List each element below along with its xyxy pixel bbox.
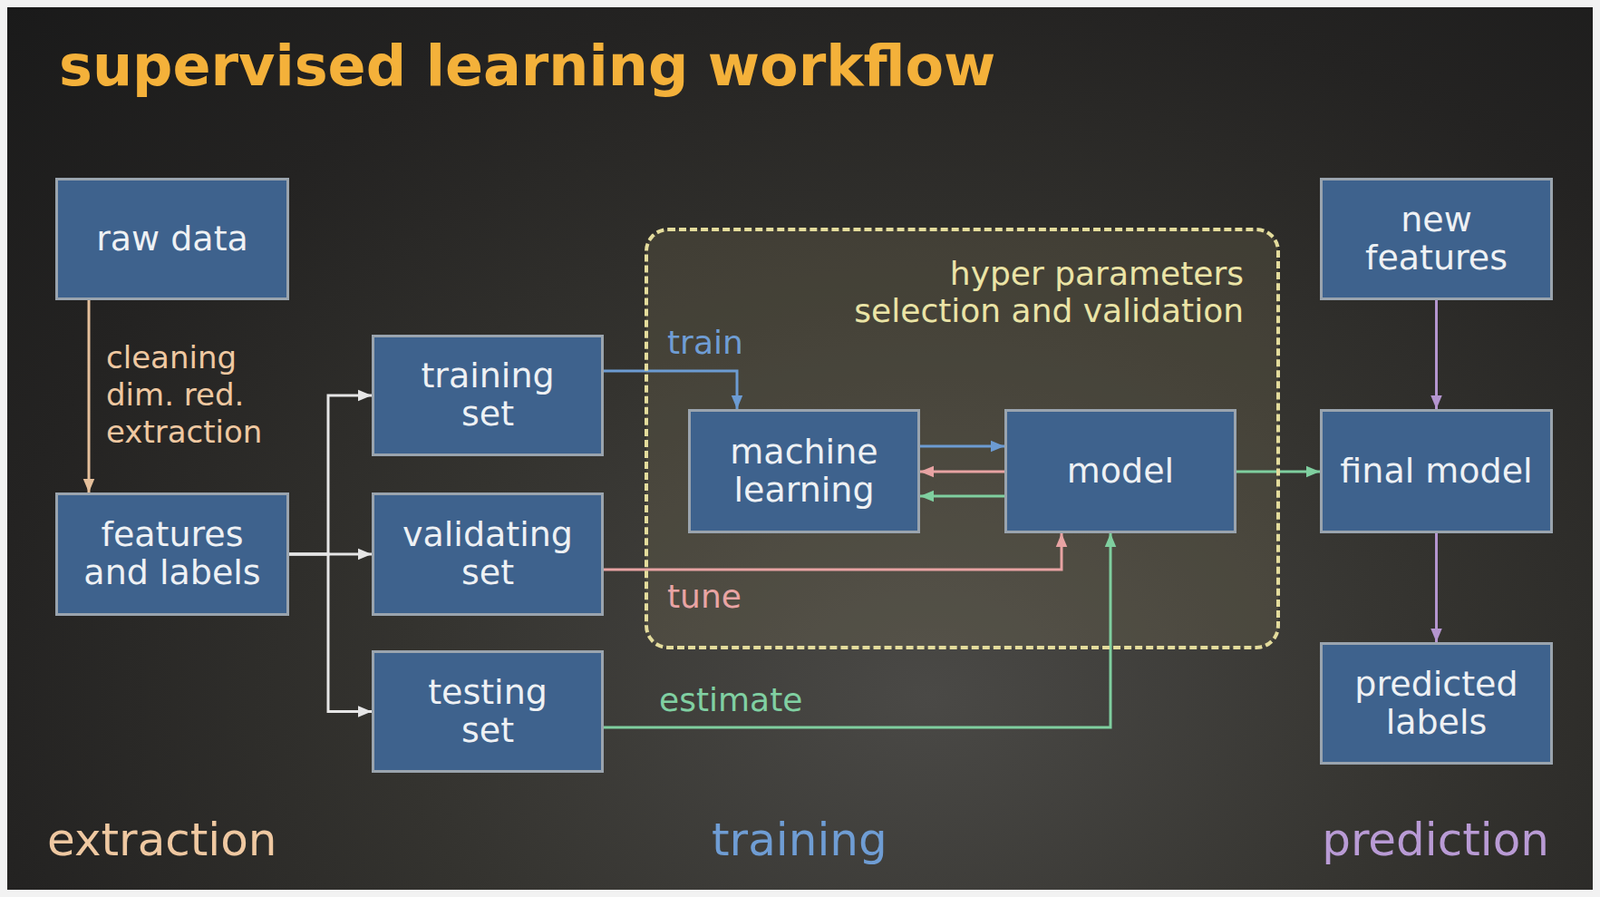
- edge-label: train: [667, 322, 744, 362]
- edge-label: estimate: [659, 679, 803, 719]
- process-box: predicted labels: [1319, 641, 1553, 765]
- flow-arrow: [920, 445, 1005, 448]
- flow-arrow: [1435, 300, 1438, 409]
- edge-label: tune: [667, 576, 742, 616]
- box-label: machine learning: [708, 433, 900, 510]
- stage-label: training: [711, 812, 888, 867]
- process-box: training set: [371, 334, 604, 456]
- flow-arrow: [289, 553, 372, 712]
- flow-arrow: [289, 395, 372, 554]
- flow-arrow: [920, 470, 1005, 474]
- process-box: validating set: [371, 492, 604, 616]
- box-label: raw data: [96, 220, 249, 259]
- flow-arrow: [603, 533, 1111, 728]
- box-label: final model: [1339, 452, 1533, 491]
- box-label: model: [1066, 452, 1174, 491]
- process-box: features and labels: [55, 492, 290, 616]
- process-box: machine learning: [688, 408, 921, 534]
- region-heading: hyper parameters selection and validatio…: [840, 254, 1244, 330]
- region-fill-layer: [646, 229, 1279, 648]
- box-label: training set: [399, 357, 577, 434]
- region-fill: [646, 229, 1279, 648]
- flow-arrow: [920, 494, 1005, 498]
- process-box: new features: [1319, 177, 1553, 301]
- slide-title: supervised learning workflow: [58, 32, 996, 100]
- flow-arrow: [603, 533, 1062, 570]
- process-box: final model: [1319, 408, 1553, 534]
- flow-arrow: [603, 370, 737, 409]
- connector-group: [88, 300, 1437, 728]
- stage-label: prediction: [1321, 812, 1550, 867]
- flow-arrow: [87, 300, 91, 493]
- stage-label: extraction: [47, 812, 278, 867]
- box-label: testing set: [399, 673, 577, 750]
- flow-arrow: [1435, 533, 1438, 642]
- box-label: features and labels: [77, 515, 268, 592]
- process-box: raw data: [55, 177, 290, 301]
- box-label: validating set: [399, 515, 577, 592]
- box-label: new features: [1341, 201, 1533, 278]
- process-box: model: [1004, 408, 1237, 534]
- process-box: testing set: [371, 649, 604, 773]
- box-label: predicted labels: [1341, 665, 1533, 742]
- edge-label: cleaning dim. red. extraction: [106, 339, 288, 450]
